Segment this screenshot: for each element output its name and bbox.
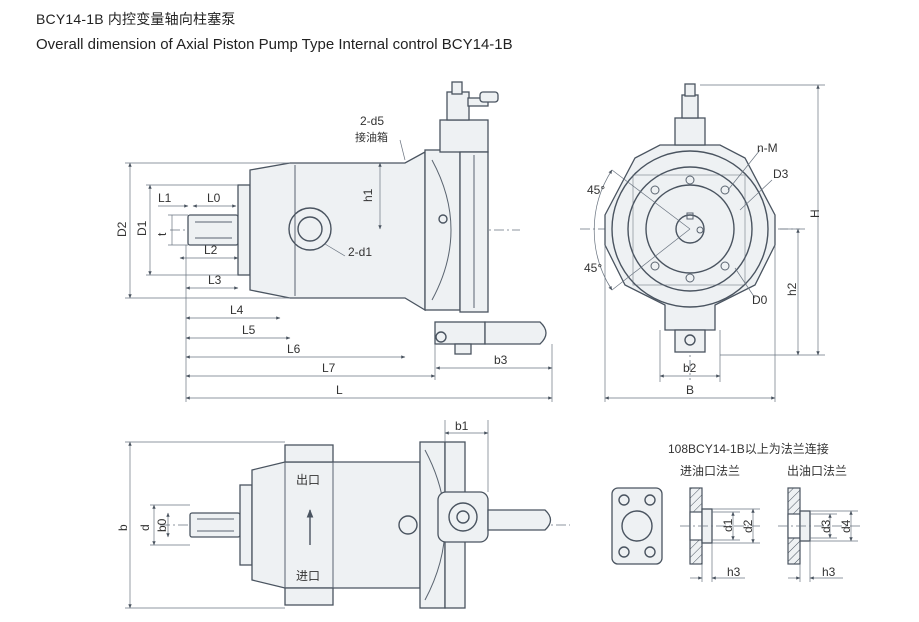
flange-view	[611, 487, 860, 582]
label-d: d	[138, 524, 152, 531]
label-L7: L7	[322, 361, 336, 375]
flange-note: 108BCY14-1B以上为法兰连接	[668, 441, 829, 456]
inlet-flange-title: 进油口法兰	[680, 464, 740, 478]
label-n-M: n-M	[757, 141, 778, 155]
label-L0: L0	[207, 191, 221, 205]
label-b1: b1	[455, 419, 469, 433]
label-oil-tank: 接油箱	[355, 130, 388, 144]
label-d3: d3	[819, 519, 833, 533]
label-L6: L6	[287, 342, 301, 356]
label-h1: h1	[361, 188, 375, 202]
label-angle-top: 45°	[587, 183, 605, 197]
label-d4: d4	[839, 519, 853, 533]
label-inlet: 进口	[296, 569, 320, 583]
label-D2: D2	[115, 221, 129, 237]
label-b0: b0	[155, 518, 169, 532]
label-B: B	[686, 383, 694, 397]
label-D0: D0	[752, 293, 768, 307]
side-view	[125, 81, 553, 402]
label-D3: D3	[773, 167, 789, 181]
label-L4: L4	[230, 303, 244, 317]
label-2-d1: 2-d1	[348, 245, 372, 259]
label-2-d5: 2-d5	[360, 114, 384, 128]
label-h3-inlet: h3	[727, 565, 741, 579]
title-english: Overall dimension of Axial Piston Pump T…	[36, 36, 513, 53]
label-angle-bottom: 45°	[584, 261, 602, 275]
title-chinese: BCY14-1B 内控变量轴向柱塞泵	[36, 11, 236, 27]
label-L5: L5	[242, 323, 256, 337]
outlet-flange-title: 出油口法兰	[787, 464, 847, 478]
label-h2: h2	[785, 282, 799, 296]
end-view	[580, 83, 825, 402]
label-b2: b2	[683, 361, 697, 375]
label-b3: b3	[494, 353, 508, 367]
label-L1: L1	[158, 191, 172, 205]
label-h3-outlet: h3	[822, 565, 836, 579]
label-outlet: 出口	[296, 473, 320, 487]
label-d1: d1	[721, 518, 735, 532]
top-view	[125, 420, 570, 609]
label-b: b	[116, 524, 130, 531]
label-L3: L3	[208, 273, 222, 287]
label-t: t	[155, 232, 169, 236]
label-L2: L2	[204, 243, 218, 257]
label-d2: d2	[741, 519, 755, 533]
label-H: H	[808, 209, 822, 218]
label-L: L	[336, 383, 343, 397]
label-D1: D1	[135, 220, 149, 236]
